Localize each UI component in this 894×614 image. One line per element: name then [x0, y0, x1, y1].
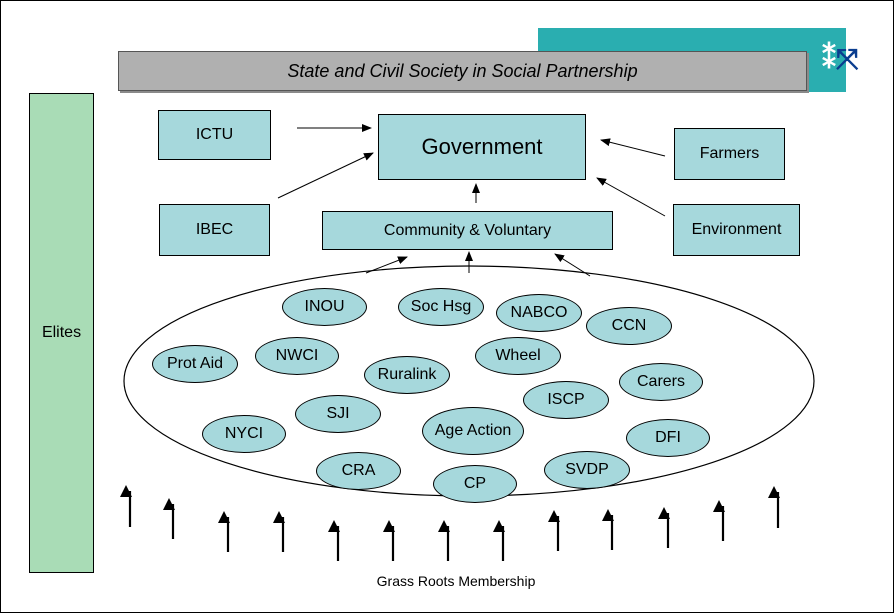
- government-box: Government: [378, 114, 586, 180]
- org-nwci: NWCI: [255, 337, 339, 375]
- org-cp: CP: [433, 465, 517, 503]
- elites-bar: Elites: [29, 93, 94, 573]
- arrow-environment-gov: [596, 177, 666, 217]
- ibec-box: IBEC: [159, 204, 270, 256]
- org-nyci: NYCI: [202, 415, 286, 453]
- grassroots-caption: Grass Roots Membership: [376, 573, 536, 589]
- farmers-box: Farmers: [674, 128, 785, 180]
- org-soc-hsg: Soc Hsg: [398, 288, 484, 326]
- org-ruralink: Ruralink: [364, 356, 450, 394]
- org-age-action: Age Action: [422, 407, 524, 455]
- arrow-ellipse-community-left: [365, 256, 408, 274]
- environment-box: Environment: [673, 204, 800, 256]
- org-sji: SJI: [295, 395, 381, 433]
- org-prot-aid: Prot Aid: [152, 345, 238, 383]
- arrow-farmers-gov: [600, 138, 666, 157]
- slide-title: State and Civil Society in Social Partne…: [118, 51, 807, 91]
- grassroots-arrows: [120, 485, 780, 561]
- org-ccn: CCN: [586, 307, 672, 345]
- community-voluntary-box: Community & Voluntary: [322, 211, 613, 250]
- arrow-ellipse-community-right: [554, 253, 591, 277]
- org-dfi: DFI: [626, 419, 710, 457]
- org-wheel: Wheel: [475, 337, 561, 375]
- org-inou: INOU: [282, 288, 367, 326]
- org-cra: CRA: [316, 452, 401, 490]
- org-carers: Carers: [619, 363, 703, 401]
- ictu-box: ICTU: [158, 110, 271, 160]
- logo-icon: ⁑⤧: [822, 43, 859, 74]
- org-iscp: ISCP: [523, 381, 609, 419]
- org-svdp: SVDP: [544, 451, 630, 489]
- org-nabco: NABCO: [496, 294, 582, 332]
- arrow-ibec-gov: [277, 152, 374, 199]
